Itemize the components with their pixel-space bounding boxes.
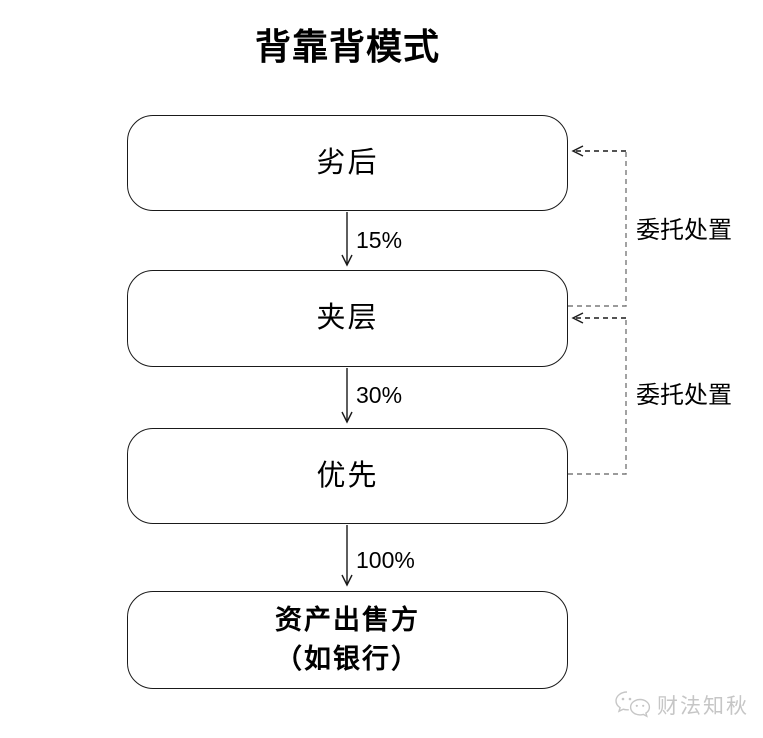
flow-box-subordinate: 劣后	[127, 115, 568, 211]
side-connector-1-elbow	[568, 152, 627, 307]
side-connector-1-label: 委托处置	[636, 218, 732, 244]
flow-box-mezzanine-label: 夹层	[316, 302, 379, 335]
flow-box-senior: 优先	[127, 428, 568, 524]
wechat-icon	[615, 691, 651, 718]
diagram-title: 背靠背模式	[254, 26, 440, 67]
flow-arrow-1-percentage: 15%	[356, 227, 403, 253]
side-connector-2-label: 委托处置	[636, 383, 732, 409]
flow-arrow-3-percentage: 100%	[356, 547, 415, 573]
watermark-text: 财法知秋	[657, 695, 749, 718]
flow-box-mezzanine: 夹层	[127, 270, 568, 367]
flow-box-asset-seller: 资产出售方 （如银行）	[127, 591, 568, 689]
flow-box-senior-label: 优先	[316, 459, 379, 492]
side-connector-2-elbow	[568, 319, 627, 475]
watermark: 财法知秋	[614, 690, 749, 720]
flow-box-asset-seller-label-line2: （如银行）	[275, 644, 420, 674]
flow-box-subordinate-label: 劣后	[316, 146, 379, 179]
flow-box-asset-seller-label-line1: 资产出售方	[275, 605, 420, 635]
flow-arrow-2-percentage: 30%	[356, 382, 403, 408]
